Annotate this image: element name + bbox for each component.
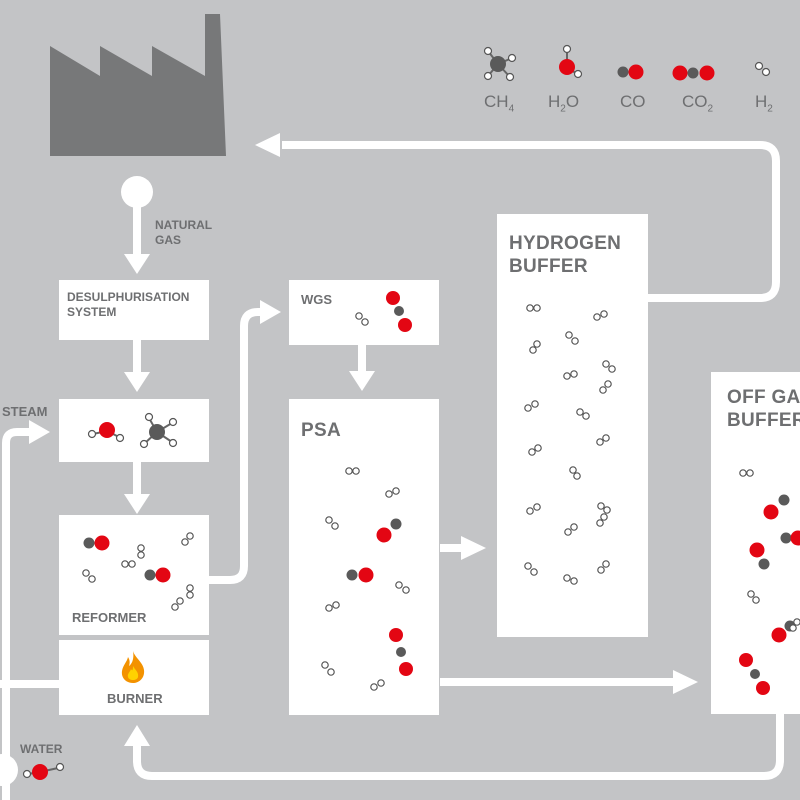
arrowhead-down-2	[124, 372, 150, 392]
legend-h2o: H2O	[548, 92, 580, 115]
hydrogen-return-line	[282, 141, 780, 302]
co-molecule-icon	[83, 535, 110, 551]
flame-icon	[121, 651, 145, 683]
burner-label: BURNER	[107, 691, 163, 706]
desulphurisation-label: DESULPHURISATION SYSTEM	[67, 290, 190, 319]
arrowhead-hydrogen	[461, 536, 486, 560]
co-molecule-icon	[780, 530, 800, 546]
arrowhead-wgs	[260, 300, 281, 324]
wgs-molecules	[355, 291, 412, 332]
wgs-box: WGS	[289, 280, 439, 345]
co2-molecule-icon	[672, 65, 715, 81]
co2-molecule-icon	[389, 628, 413, 676]
h2o-molecule-icon	[87, 422, 125, 443]
legend-ch4: CH4	[484, 92, 515, 115]
arrowhead-burner	[124, 725, 150, 746]
co-molecule-icon	[346, 567, 374, 583]
co-molecule-icon	[376, 518, 402, 543]
legend-h2: H2	[755, 92, 773, 115]
hydrogen-buffer-molecules	[524, 304, 616, 585]
reformer-box: REFORMER	[59, 515, 209, 635]
burner-box: BURNER	[59, 640, 209, 715]
wgs-label: WGS	[301, 292, 333, 307]
hydrogen-buffer-label: HYDROGEN BUFFER	[509, 233, 622, 277]
water-label: WATER	[20, 742, 63, 756]
water-source-icon	[0, 754, 18, 786]
psa-molecules	[321, 467, 413, 691]
reformer-to-wgs-line	[209, 308, 262, 584]
co-molecule-icon	[144, 567, 171, 583]
steam-flow-line	[2, 428, 30, 800]
h2-molecule-icon	[754, 61, 771, 77]
ch4-molecule-icon	[483, 46, 517, 82]
reformer-label: REFORMER	[72, 610, 147, 625]
h2o-molecule-icon	[559, 44, 583, 79]
water-molecule-icon	[22, 762, 65, 780]
arrowhead-down-1	[124, 254, 150, 274]
h2-molecules	[739, 469, 800, 632]
off-gas-molecules	[739, 469, 800, 695]
legend-co: CO	[620, 92, 646, 111]
legend-co2: CO2	[682, 92, 714, 115]
psa-box: PSA	[289, 399, 439, 715]
arrowhead-psa	[349, 371, 375, 391]
arrowhead-steam	[29, 420, 50, 444]
co-molecule-icon	[749, 542, 770, 570]
h2-molecules	[321, 467, 410, 691]
h2-molecules	[82, 532, 194, 611]
offgas-return-line	[133, 714, 784, 780]
co-molecule-icon	[617, 64, 644, 80]
co-molecule-icon	[763, 494, 790, 520]
factory-icon	[50, 14, 226, 156]
h2-molecule-icon	[355, 312, 369, 326]
ch4-molecule-icon	[139, 412, 178, 449]
reformer-molecules	[82, 532, 194, 611]
hydrogen-buffer-box: HYDROGEN BUFFER	[497, 214, 648, 637]
steam-feed-molecules	[87, 412, 178, 449]
arrowhead-down-3	[124, 494, 150, 514]
gas-source-icon	[121, 176, 153, 208]
steam-feed-box	[59, 399, 209, 462]
molecule-legend-icons	[483, 44, 771, 82]
co2-molecule-icon	[739, 653, 770, 695]
arrowhead-offgas	[673, 670, 698, 694]
steam-label: STEAM	[2, 404, 48, 419]
arrowhead-factory	[255, 133, 280, 157]
co2-molecule-icon	[386, 291, 412, 332]
natural-gas-label: NATURAL GAS	[155, 218, 213, 247]
off-gas-buffer-label: OFF GAS BUFFER	[727, 387, 800, 431]
off-gas-buffer-box: OFF GAS BUFFER	[711, 372, 800, 714]
desulphurisation-box: DESULPHURISATION SYSTEM	[59, 280, 209, 340]
psa-label: PSA	[301, 420, 341, 441]
